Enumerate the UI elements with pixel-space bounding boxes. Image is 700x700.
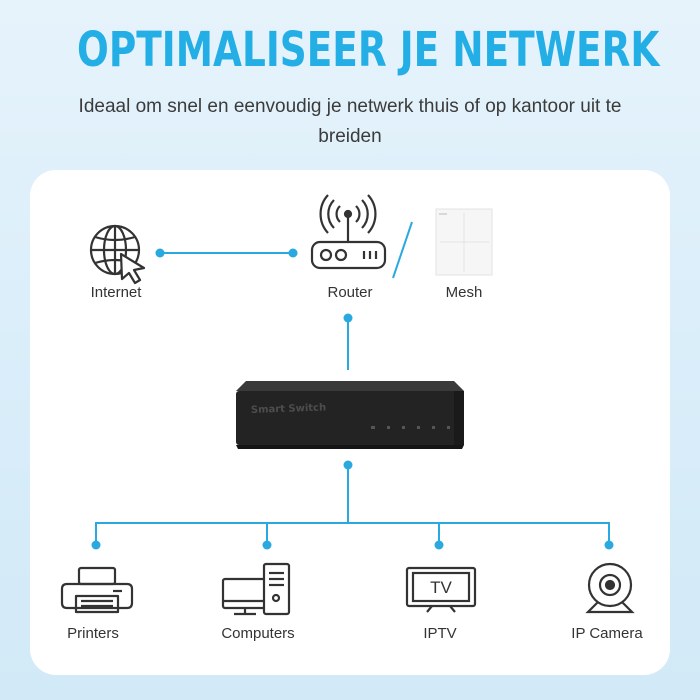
tv-screen-text: TV (430, 578, 452, 597)
dot-router (288, 248, 298, 258)
dot-ipcamera (604, 540, 614, 550)
dot-switch-bottom (343, 460, 353, 470)
router-label: Router (327, 284, 373, 301)
computer-icon (221, 562, 291, 616)
page-title: OPTIMALISEER JE NETWERK (77, 22, 660, 78)
printer-icon (60, 566, 134, 614)
dot-computers (262, 540, 272, 550)
iptv-label: IPTV (423, 625, 457, 642)
dot-printers (91, 540, 101, 550)
tv-icon: TV (405, 566, 477, 613)
router-icon (310, 194, 387, 270)
switch-brand-text: Smart Switch (251, 402, 327, 416)
computers-label: Computers (221, 625, 295, 642)
router-mesh-divider (392, 221, 413, 279)
printers-label: Printers (67, 625, 119, 642)
device-branch-line (95, 522, 610, 545)
dot-iptv (434, 540, 444, 550)
mesh-label: Mesh (445, 284, 483, 301)
switch-port-leds (371, 426, 450, 429)
dot-router-bottom (343, 313, 353, 323)
page-subtitle: Ideaal om snel en eenvoudig je netwerk t… (78, 96, 622, 147)
switch-device: Smart Switch (236, 381, 464, 449)
connection-dots (91, 248, 614, 550)
internet-label: Internet (90, 284, 142, 301)
connection-lines (95, 221, 610, 545)
globe-cursor-icon (89, 224, 146, 285)
mesh-device-icon (435, 208, 493, 276)
dot-internet (155, 248, 165, 258)
ipcamera-label: IP Camera (571, 625, 643, 642)
webcam-icon (585, 562, 635, 614)
